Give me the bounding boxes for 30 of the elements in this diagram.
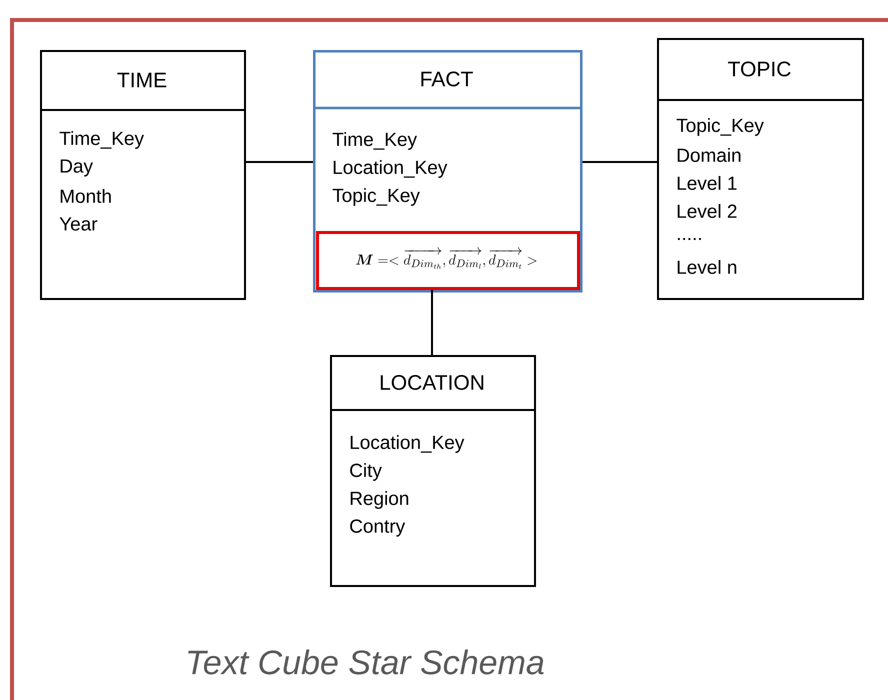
table-box — [330, 355, 536, 587]
attribute-text: Month — [60, 189, 111, 203]
attribute-text: City — [350, 463, 382, 481]
attribute-text: Contry — [350, 519, 406, 537]
attribute-text: Time_Key — [60, 131, 144, 149]
attribute-text: Level 1 — [678, 176, 736, 190]
attribute-text: Time_Key — [332, 132, 417, 150]
attribute-text: Year — [60, 217, 98, 231]
attribute-text: Region — [350, 491, 408, 509]
formula-box — [316, 231, 580, 290]
header-text: TIME — [117, 72, 166, 88]
attribute-text: Topic_Key — [676, 118, 764, 136]
table-box — [657, 38, 864, 300]
attribute-text: Day — [60, 160, 93, 176]
header-text: LOCATION — [380, 375, 484, 390]
header-text: TOPIC — [728, 62, 791, 76]
attribute-text: Location_Key — [350, 435, 464, 453]
attribute-text: Level n — [678, 260, 736, 274]
table-box — [40, 50, 246, 300]
attribute-text: Location_Key — [334, 160, 448, 178]
connector-line — [246, 161, 313, 163]
attribute-text: Level 2 — [678, 204, 736, 218]
connector-line — [582, 161, 657, 163]
attribute-text: ..... — [678, 238, 701, 240]
attribute-text: Domain — [678, 148, 740, 162]
connector-line — [431, 290, 433, 355]
attribute-text: Topic_Key — [332, 188, 420, 206]
formula: $\boldsymbol{M} =< \overrightarrow{d_{Dim_{th}}}, \overrightarrow{d_{Dim_{l}}}, \overrightarrow{d_{Dim_{t}}} >$ — [356, 247, 536, 269]
caption: Text Cube Star Schema — [188, 650, 544, 674]
header-text: FACT — [421, 72, 473, 86]
